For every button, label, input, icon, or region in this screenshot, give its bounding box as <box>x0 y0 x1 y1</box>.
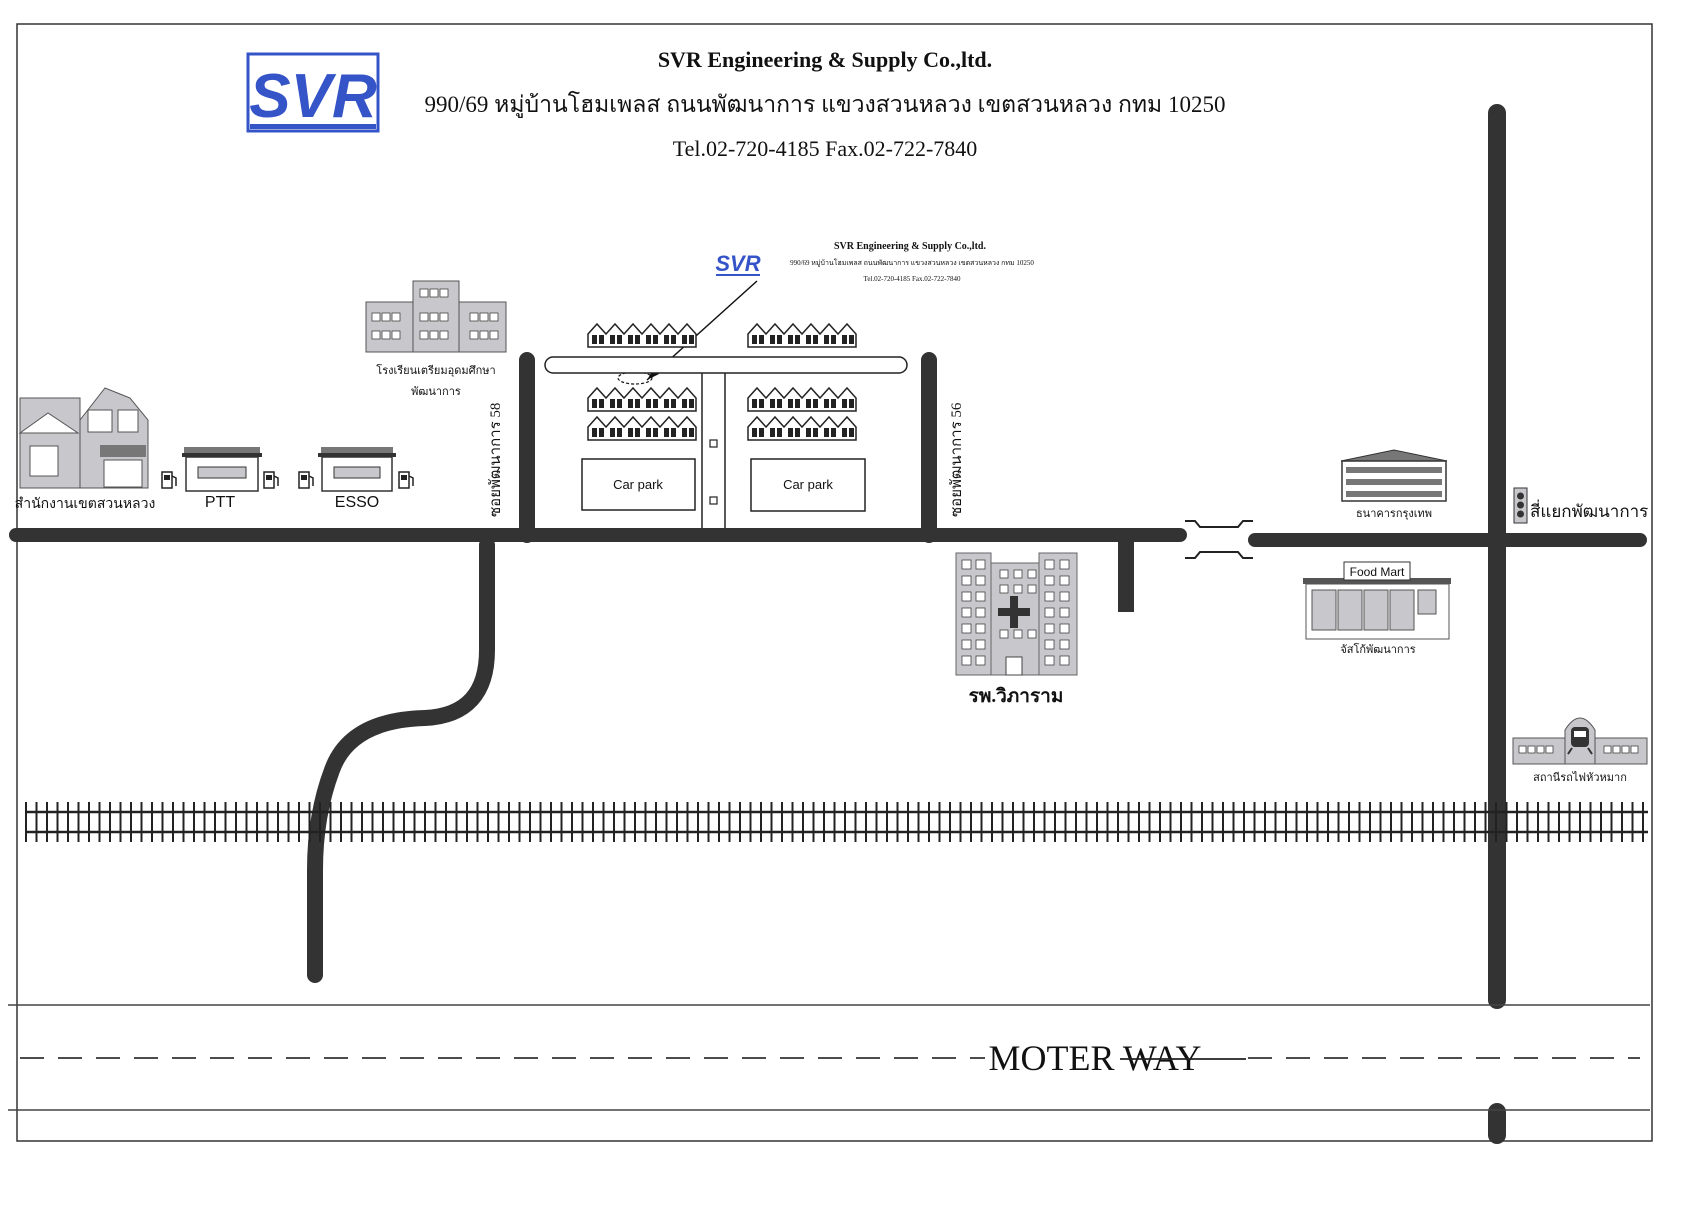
hospital-icon <box>955 552 1078 676</box>
bank-label: ธนาคารกรุงเทพ <box>1356 508 1432 520</box>
location-marker <box>617 371 653 385</box>
house-row <box>747 416 857 441</box>
map-frame <box>16 23 1653 1142</box>
car-park-right-label: Car park <box>783 477 833 492</box>
company-name: SVR Engineering & Supply Co.,ltd. <box>658 47 992 72</box>
hospital-label: รพ.วิภาราม <box>969 686 1064 707</box>
house-row <box>587 387 697 412</box>
traffic-light-icon <box>1513 487 1528 524</box>
esso-station-icon <box>298 447 414 492</box>
village-compound: Car park Car park <box>544 323 908 528</box>
motorway-label: MOTER WAY <box>988 1038 1201 1078</box>
house-row <box>587 323 697 348</box>
school-building-icon <box>365 280 507 353</box>
house-row <box>747 323 857 348</box>
bridge <box>1185 520 1253 559</box>
bank-icon <box>1340 449 1448 502</box>
food-mart-caption: จัสโก้พัฒนาการ <box>1340 642 1415 656</box>
train-station-icon <box>1512 717 1648 765</box>
ptt-station-icon <box>161 447 279 492</box>
callout-company-name: SVR Engineering & Supply Co.,ltd. <box>834 241 986 252</box>
car-park-right <box>750 458 866 512</box>
district-office-label: สำนักงานเขตสวนหลวง <box>15 497 156 512</box>
school-label-line1: โรงเรียนเตรียมอุดมศึกษา <box>376 363 495 377</box>
food-mart-icon <box>1303 561 1451 640</box>
house-row <box>747 387 857 412</box>
district-office-icon <box>18 387 149 489</box>
logo-text: SVR <box>249 62 377 131</box>
house-row <box>587 416 697 441</box>
header-logo: SVR <box>246 52 380 133</box>
callout-address: 990/69 หมู่บ้านโฮมเพลส ถนนพัฒนาการ แขวงส… <box>790 258 1034 267</box>
train-station-label: สถานีรถไฟหัวหมาก <box>1533 771 1627 784</box>
junction-label: สี่แยกพัฒนาการ <box>1530 499 1648 521</box>
company-address: 990/69 หมู่บ้านโฮมเพลส ถนนพัฒนาการ แขวงส… <box>425 91 1226 118</box>
callout-contact: Tel.02-720-4185 Fax.02-722-7840 <box>864 275 961 283</box>
ptt-label: PTT <box>205 494 235 511</box>
callout-logo-text: SVR <box>715 251 760 276</box>
school-label-line2: พัฒนาการ <box>411 386 461 398</box>
road-network <box>9 104 1647 1144</box>
car-park-left-label: Car park <box>613 477 663 492</box>
motorway: MOTER WAY <box>8 1004 1650 1111</box>
railway <box>25 802 1648 842</box>
food-mart-label: Food Mart <box>1350 565 1405 579</box>
soi-56-label: ซอยพัฒนาการ 56 <box>949 402 965 517</box>
car-park-left <box>581 458 696 511</box>
company-contact: Tel.02-720-4185 Fax.02-722-7840 <box>673 136 978 161</box>
village-access-road <box>544 356 908 374</box>
soi-58-label: ซอยพัฒนาการ 58 <box>488 403 504 517</box>
curved-road <box>307 537 495 983</box>
esso-label: ESSO <box>335 494 379 511</box>
